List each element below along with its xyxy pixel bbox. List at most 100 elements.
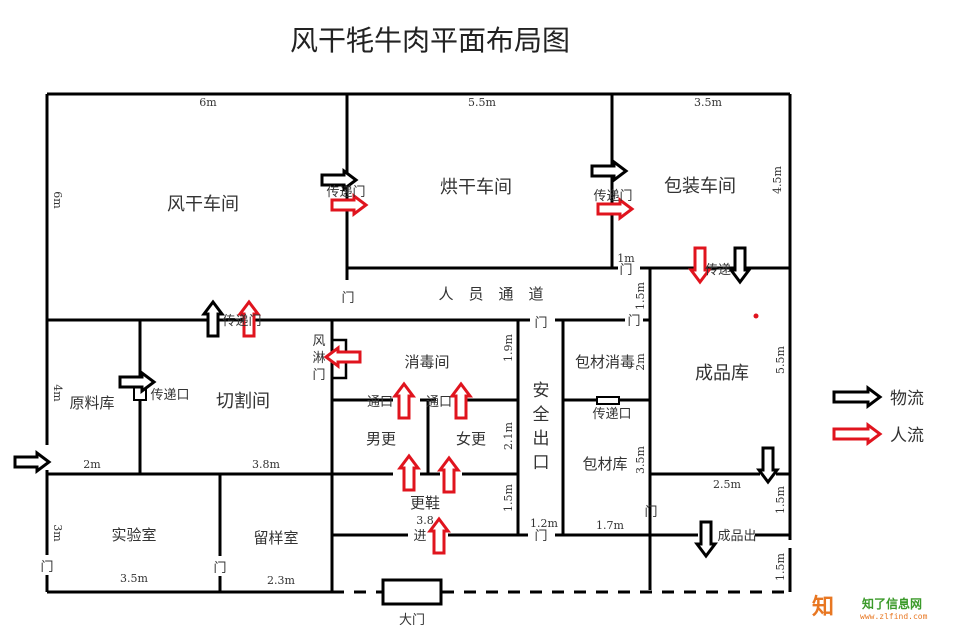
pass-door-label: 传递门 bbox=[222, 314, 261, 329]
legend-people-flow: 人流 bbox=[890, 426, 924, 446]
svg-text:5.5m: 5.5m bbox=[468, 96, 496, 109]
room-packaging-storage: 包材库 bbox=[582, 455, 627, 473]
svg-text:4.5m: 4.5m bbox=[771, 165, 784, 193]
air-shower-label: 风 bbox=[312, 334, 325, 349]
svg-text:3m: 3m bbox=[51, 524, 64, 542]
people-flow-arrow-icon bbox=[688, 246, 712, 285]
svg-text:3.8m: 3.8m bbox=[252, 458, 280, 471]
room-shoe-change: 更鞋 bbox=[410, 494, 440, 512]
svg-text:4m: 4m bbox=[51, 384, 64, 402]
door-label[interactable]: 门 bbox=[534, 316, 547, 331]
door-label[interactable]: 门 bbox=[644, 505, 657, 520]
svg-text:2m: 2m bbox=[83, 458, 101, 471]
room-cutting: 切割间 bbox=[216, 391, 270, 412]
material-flow-arrow-icon bbox=[320, 168, 359, 192]
svg-text:1.7m: 1.7m bbox=[596, 519, 624, 532]
svg-text:5.5m: 5.5m bbox=[774, 345, 787, 373]
logo-url: www.zlfind.com bbox=[860, 612, 928, 621]
diagram-title: 风干牦牛肉平面布局图 bbox=[290, 24, 570, 57]
material-flow-arrow-icon bbox=[13, 450, 52, 474]
door-label[interactable]: 门 bbox=[619, 263, 632, 278]
svg-text:1.5m: 1.5m bbox=[774, 485, 787, 513]
personnel-corridor: 人 员 通 道 bbox=[438, 285, 543, 303]
pass-door-label: 传递门 bbox=[593, 189, 632, 204]
legend-people-arrow-icon bbox=[832, 422, 883, 446]
air-shower-label: 淋 bbox=[312, 351, 325, 366]
svg-text:3.8: 3.8 bbox=[416, 514, 434, 527]
people-flow-arrow-icon bbox=[427, 516, 451, 555]
people-flow-arrow-icon bbox=[237, 299, 261, 338]
svg-text:3.5m: 3.5m bbox=[120, 572, 148, 585]
svg-text:3.5m: 3.5m bbox=[694, 96, 722, 109]
pass-label: 传递 bbox=[705, 263, 731, 278]
door-label[interactable]: 门 bbox=[213, 561, 226, 576]
room-disinfection: 消毒间 bbox=[404, 353, 449, 371]
material-flow-arrow-icon bbox=[118, 370, 157, 394]
logo-mark: 知 bbox=[812, 594, 834, 620]
room-sample-retention: 留样室 bbox=[253, 529, 298, 547]
svg-text:2m: 2m bbox=[634, 353, 647, 371]
pass-window-label: 传递口 bbox=[150, 388, 189, 403]
pass-window-label: 传递口 bbox=[592, 407, 631, 422]
people-flow-arrow-icon bbox=[397, 453, 421, 492]
svg-text:出: 出 bbox=[533, 429, 550, 449]
legend-material-flow: 物流 bbox=[890, 389, 924, 409]
passage-label: 通口 bbox=[367, 395, 393, 410]
air-shower-label: 门 bbox=[312, 368, 325, 383]
room-packaging-disinfection: 包材消毒 bbox=[575, 353, 635, 371]
room-women-changing: 女更 bbox=[456, 430, 486, 448]
room-packaging: 包装车间 bbox=[664, 176, 736, 197]
finished-goods-exit-label: 成品出 bbox=[717, 529, 756, 544]
svg-text:全: 全 bbox=[533, 405, 550, 425]
pass-door-label: 传递门 bbox=[326, 185, 365, 200]
people-flow-arrow-icon bbox=[596, 197, 635, 221]
safety-exit: 安 全 出 口 bbox=[533, 381, 550, 473]
material-flow-arrow-icon bbox=[590, 159, 629, 183]
material-flow-arrow-icon bbox=[694, 520, 718, 559]
svg-text:1.5m: 1.5m bbox=[774, 552, 787, 580]
svg-text:1.2m: 1.2m bbox=[530, 517, 558, 530]
red-dot bbox=[753, 313, 759, 319]
pass-window-packaging bbox=[596, 396, 620, 405]
watermark-logo: 知 知了信息网 www.zlfind.com bbox=[812, 594, 928, 621]
passage-label: 通口 bbox=[426, 395, 452, 410]
svg-text:2.3m: 2.3m bbox=[267, 574, 295, 587]
room-finished-goods: 成品库 bbox=[695, 363, 749, 384]
dimensions: 6m 5.5m 3.5m 1m 2m 3.8m 3.8 1.2m 1.7m 2.… bbox=[51, 96, 787, 587]
people-flow-arrow-icon bbox=[330, 193, 369, 217]
room-laboratory: 实验室 bbox=[111, 526, 156, 544]
room-men-changing: 男更 bbox=[366, 430, 396, 448]
svg-text:6m: 6m bbox=[199, 96, 217, 109]
people-flow-arrow-icon bbox=[449, 381, 473, 420]
room-air-drying: 风干车间 bbox=[167, 194, 239, 215]
legend-material-arrow-icon bbox=[832, 385, 883, 409]
entrance-label: 进 bbox=[413, 529, 426, 544]
logo-text: 知了信息网 bbox=[861, 596, 922, 611]
door-label[interactable]: 门 bbox=[341, 291, 354, 306]
svg-text:1.9m: 1.9m bbox=[502, 333, 515, 361]
svg-text:1.5m: 1.5m bbox=[502, 483, 515, 511]
main-gate[interactable] bbox=[381, 578, 443, 606]
svg-text:3.5m: 3.5m bbox=[634, 445, 647, 473]
svg-text:安: 安 bbox=[533, 381, 550, 401]
material-flow-arrow-icon bbox=[201, 299, 225, 338]
people-flow-arrow-icon bbox=[323, 345, 362, 369]
door-label[interactable]: 门 bbox=[40, 560, 53, 575]
people-flow-arrow-icon bbox=[437, 455, 461, 494]
svg-text:2.5m: 2.5m bbox=[713, 478, 741, 491]
door-label[interactable]: 门 bbox=[627, 314, 640, 329]
main-gate-label: 大门 bbox=[399, 613, 425, 628]
flow-arrows bbox=[13, 159, 780, 559]
svg-text:6m: 6m bbox=[51, 191, 64, 209]
legend: 物流 人流 bbox=[832, 385, 924, 446]
material-flow-arrow-icon bbox=[728, 246, 752, 285]
svg-text:1.5m: 1.5m bbox=[634, 281, 647, 309]
svg-text:口: 口 bbox=[533, 453, 550, 473]
door-label[interactable]: 门 bbox=[534, 529, 547, 544]
svg-text:2.1m: 2.1m bbox=[502, 421, 515, 449]
room-raw-material: 原料库 bbox=[69, 394, 114, 412]
people-flow-arrow-icon bbox=[392, 381, 416, 420]
room-baking: 烘干车间 bbox=[440, 177, 512, 198]
